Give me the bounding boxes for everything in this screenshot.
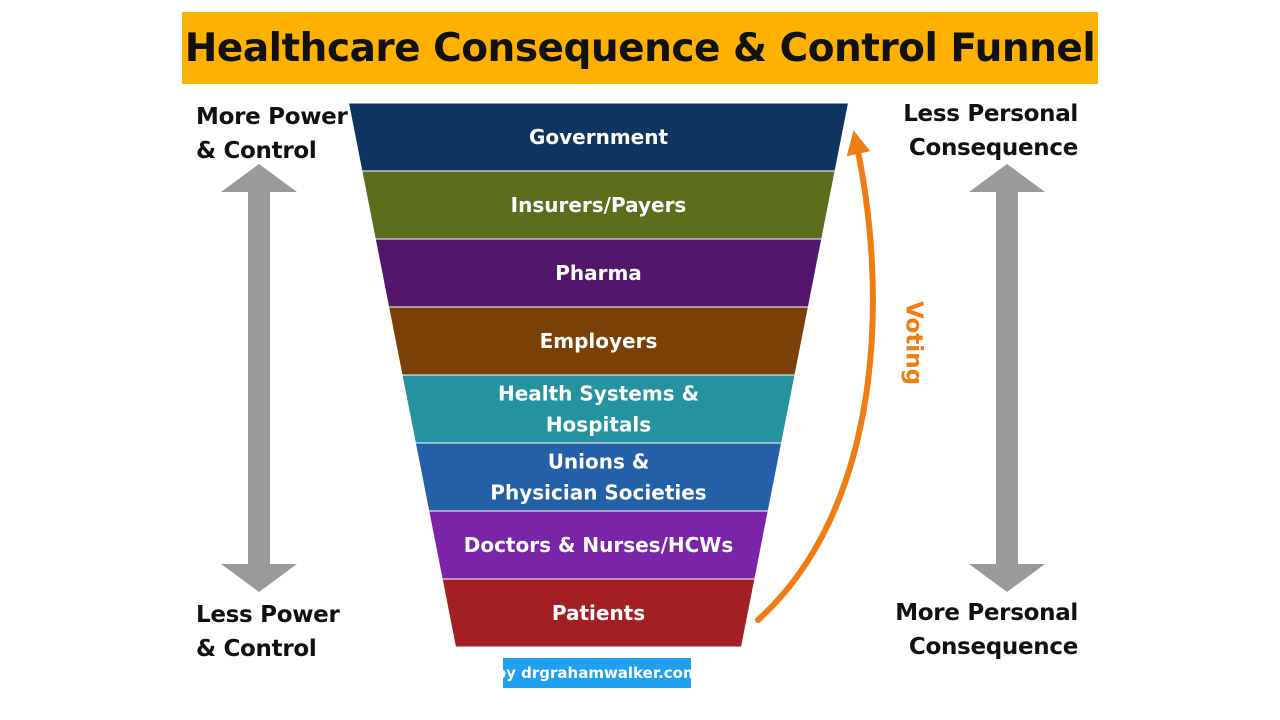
- funnel-band-label-6-0: Doctors & Nurses/HCWs: [464, 533, 734, 557]
- funnel-band-label-2-0: Pharma: [555, 261, 642, 285]
- funnel-band-label-4-0: Health Systems &: [498, 382, 699, 406]
- less-consequence-line-1: Less Personal: [903, 101, 1078, 127]
- funnel-band-label-7-0: Patients: [552, 601, 645, 625]
- page-title: Healthcare Consequence & Control Funnel: [184, 25, 1096, 71]
- more-consequence-label: More Personal Consequence: [895, 596, 1078, 664]
- funnel-band-label-3-0: Employers: [540, 329, 658, 353]
- funnel-band-7: [441, 578, 756, 648]
- funnel-band-label-1-0: Insurers/Payers: [511, 193, 687, 217]
- more-power-line-2: & Control: [196, 138, 317, 164]
- funnel-band-label-5-1: Physician Societies: [490, 481, 706, 505]
- more-consequence-line-1: More Personal: [895, 600, 1078, 626]
- less-power-label: Less Power & Control: [196, 598, 340, 666]
- funnel-band-label-0-0: Government: [529, 125, 669, 149]
- voting-label: Voting: [901, 301, 927, 385]
- less-consequence-line-2: Consequence: [908, 135, 1078, 161]
- funnel-band-label-4-1: Hospitals: [546, 413, 651, 437]
- consequence-double-arrow: [969, 164, 1045, 592]
- more-power-line-1: More Power: [196, 104, 348, 130]
- funnel-band-label-5-0: Unions &: [548, 450, 650, 474]
- more-power-label: More Power & Control: [196, 100, 348, 168]
- title-banner: Healthcare Consequence & Control Funnel: [182, 12, 1098, 84]
- less-consequence-label: Less Personal Consequence: [903, 97, 1078, 165]
- power-double-arrow: [221, 164, 297, 592]
- credit-badge[interactable]: by drgrahamwalker.com: [495, 658, 699, 688]
- funnel: GovernmentInsurers/PayersPharmaEmployers…: [347, 102, 850, 648]
- less-power-line-1: Less Power: [196, 602, 340, 628]
- voting-arrow: [755, 130, 876, 623]
- more-consequence-line-2: Consequence: [908, 634, 1078, 660]
- less-power-line-2: & Control: [196, 636, 317, 662]
